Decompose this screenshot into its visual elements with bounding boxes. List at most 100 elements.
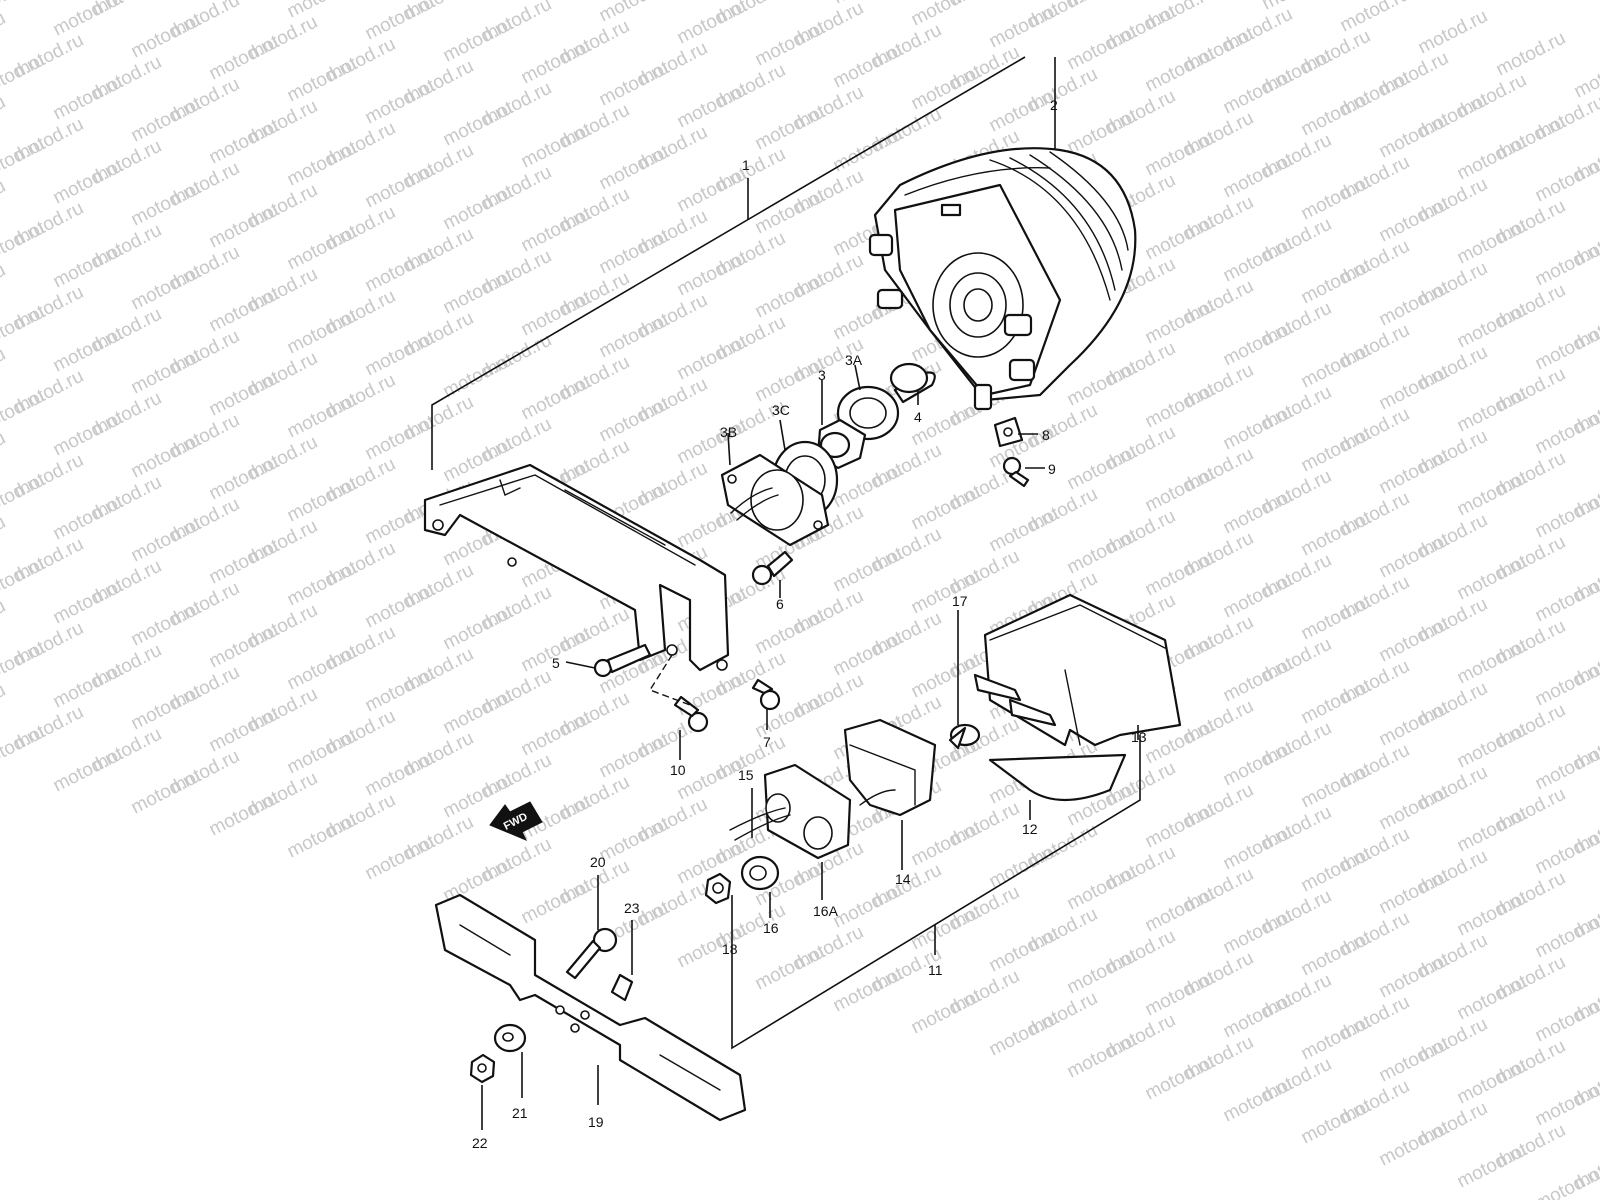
watermark-text: motod.ru [1298,592,1374,645]
watermark-text: motod.ru [1064,358,1140,411]
watermark-text: motod.ru [830,964,906,1017]
callout-14: 14 [895,871,911,887]
watermark-text: motod.ru [596,310,672,363]
watermark-text: motod.ru [1298,928,1374,981]
watermark-text: motod.ru [1376,1034,1452,1087]
watermark-text: motod.ru [1532,1078,1600,1131]
callout-23: 23 [624,900,640,916]
watermark-text: motod.ru [1064,442,1140,495]
assembly-1-bracket-line [431,56,1026,470]
watermark-text: motod.ru [1532,994,1600,1047]
watermark-text: motod.ru [440,98,516,151]
callout-11: 11 [928,962,943,978]
clip-nut-8 [993,416,1024,448]
watermark-text: motod.ru [830,544,906,597]
callout-16a: 16A [813,903,839,919]
washer-21 [493,1023,527,1053]
watermark-text: motod.ru [1454,804,1530,857]
callout-leaders [481,364,1139,1130]
bulb-17 [948,723,981,750]
watermark-text: motod.ru [1532,574,1600,627]
watermark-text: motod.ru [1376,110,1452,163]
watermark-text: motod.ru [1454,132,1530,185]
watermark-text: motod.ru [1376,446,1452,499]
watermark-text: motod.ru [0,176,9,229]
watermark-text: motod.ru [908,650,984,703]
watermark-text: motod.ru [0,470,48,523]
assembly-11-bracket-line [731,735,1141,1050]
watermark-text: motod.ru [362,664,438,717]
watermark-text: motod.ru [128,766,204,819]
watermark-text: motod.ru [1337,0,1413,36]
watermark-text: motod.ru [0,680,9,733]
watermark-text: motod.ru [284,306,360,359]
watermark-text: motod.ru [0,386,48,439]
callout-8: 8 [1042,427,1050,443]
watermark-text: motod.ru [128,346,204,399]
watermark-text: motod.ru [0,134,48,187]
watermark-text: motod.ru [1298,508,1374,561]
watermark-text: motod.ru [0,428,9,481]
watermark-text: motod.ru [830,628,906,681]
lens-12 [988,753,1127,802]
watermark-text: motod.ru [830,40,906,93]
callout-13: 13 [1131,729,1147,745]
dashed-guide [648,654,691,706]
callout-labels: 1 2 3 3A 3B 3C 4 5 6 7 8 9 10 11 12 13 1… [472,97,1147,1151]
watermark-text: motod.ru [1220,318,1296,371]
watermark-text: motod.ru [362,832,438,885]
watermark-text: motod.ru [362,328,438,381]
watermark-text: motod.ru [206,620,282,673]
callout-1: 1 [742,157,750,173]
watermark-text: motod.ru [1298,172,1374,225]
watermark-text: motod.ru [1220,822,1296,875]
watermark-text: motod.ru [0,92,9,145]
watermark-text: motod.ru [1376,698,1452,751]
watermark-text: motod.ru [1142,548,1218,601]
watermark-text: motod.ru [1532,658,1600,711]
watermark-text: motod.ru [1142,968,1218,1021]
watermark-text: motod.ru [1532,238,1600,291]
watermark-text: motod.ru [1220,990,1296,1043]
callout-3c: 3C [772,402,790,418]
watermark-text: motod.ru [440,14,516,67]
callout-18: 18 [722,941,738,957]
callout-3a: 3A [845,352,863,368]
watermark-text: motod.ru [362,580,438,633]
watermark-text: motod.ru [752,270,828,323]
watermark-text: motod.ru [0,638,48,691]
watermark-text: motod.ru [1454,888,1530,941]
watermark-text: motod.ru [128,514,204,567]
watermark-text: motod.ru [440,266,516,319]
watermark-text: motod.ru [1298,424,1374,477]
callout-15: 15 [738,767,754,783]
watermark-text: motod.ru [1376,530,1452,583]
watermark-text: motod.ru [1532,154,1600,207]
watermark-text: motod.ru [596,58,672,111]
screw-10 [673,695,709,733]
watermark-text: motod.ru [518,708,594,761]
watermark-text: motod.ru [752,186,828,239]
watermark-text: motod.ru [284,642,360,695]
watermark-text: motod.ru [284,222,360,275]
watermark-text: motod.ru [1298,1012,1374,1065]
grommet-16 [740,855,780,891]
watermark-text: motod.ru [50,324,126,377]
watermark-text: motod.ru [1532,826,1600,879]
watermark-text: motod.ru [128,262,204,315]
callout-12: 12 [1022,821,1038,837]
watermark-text: motod.ru [1493,28,1569,81]
watermark-text: motod.ru [1064,946,1140,999]
watermark-text: motod.ru [674,416,750,469]
watermark-text: motod.ru [128,430,204,483]
screw-7 [751,678,781,711]
watermark-text: motod.ru [1064,22,1140,75]
watermark-text: motod.ru [0,260,9,313]
watermark-text: motod.ru [752,606,828,659]
socket-plate-3b [720,453,830,547]
watermark-text: motod.ru [830,880,906,933]
watermark-text: motod.ru [518,36,594,89]
callout-16: 16 [763,920,779,936]
watermark-text: motod.ru [1376,362,1452,415]
watermark-text: motod.ru [0,722,48,775]
